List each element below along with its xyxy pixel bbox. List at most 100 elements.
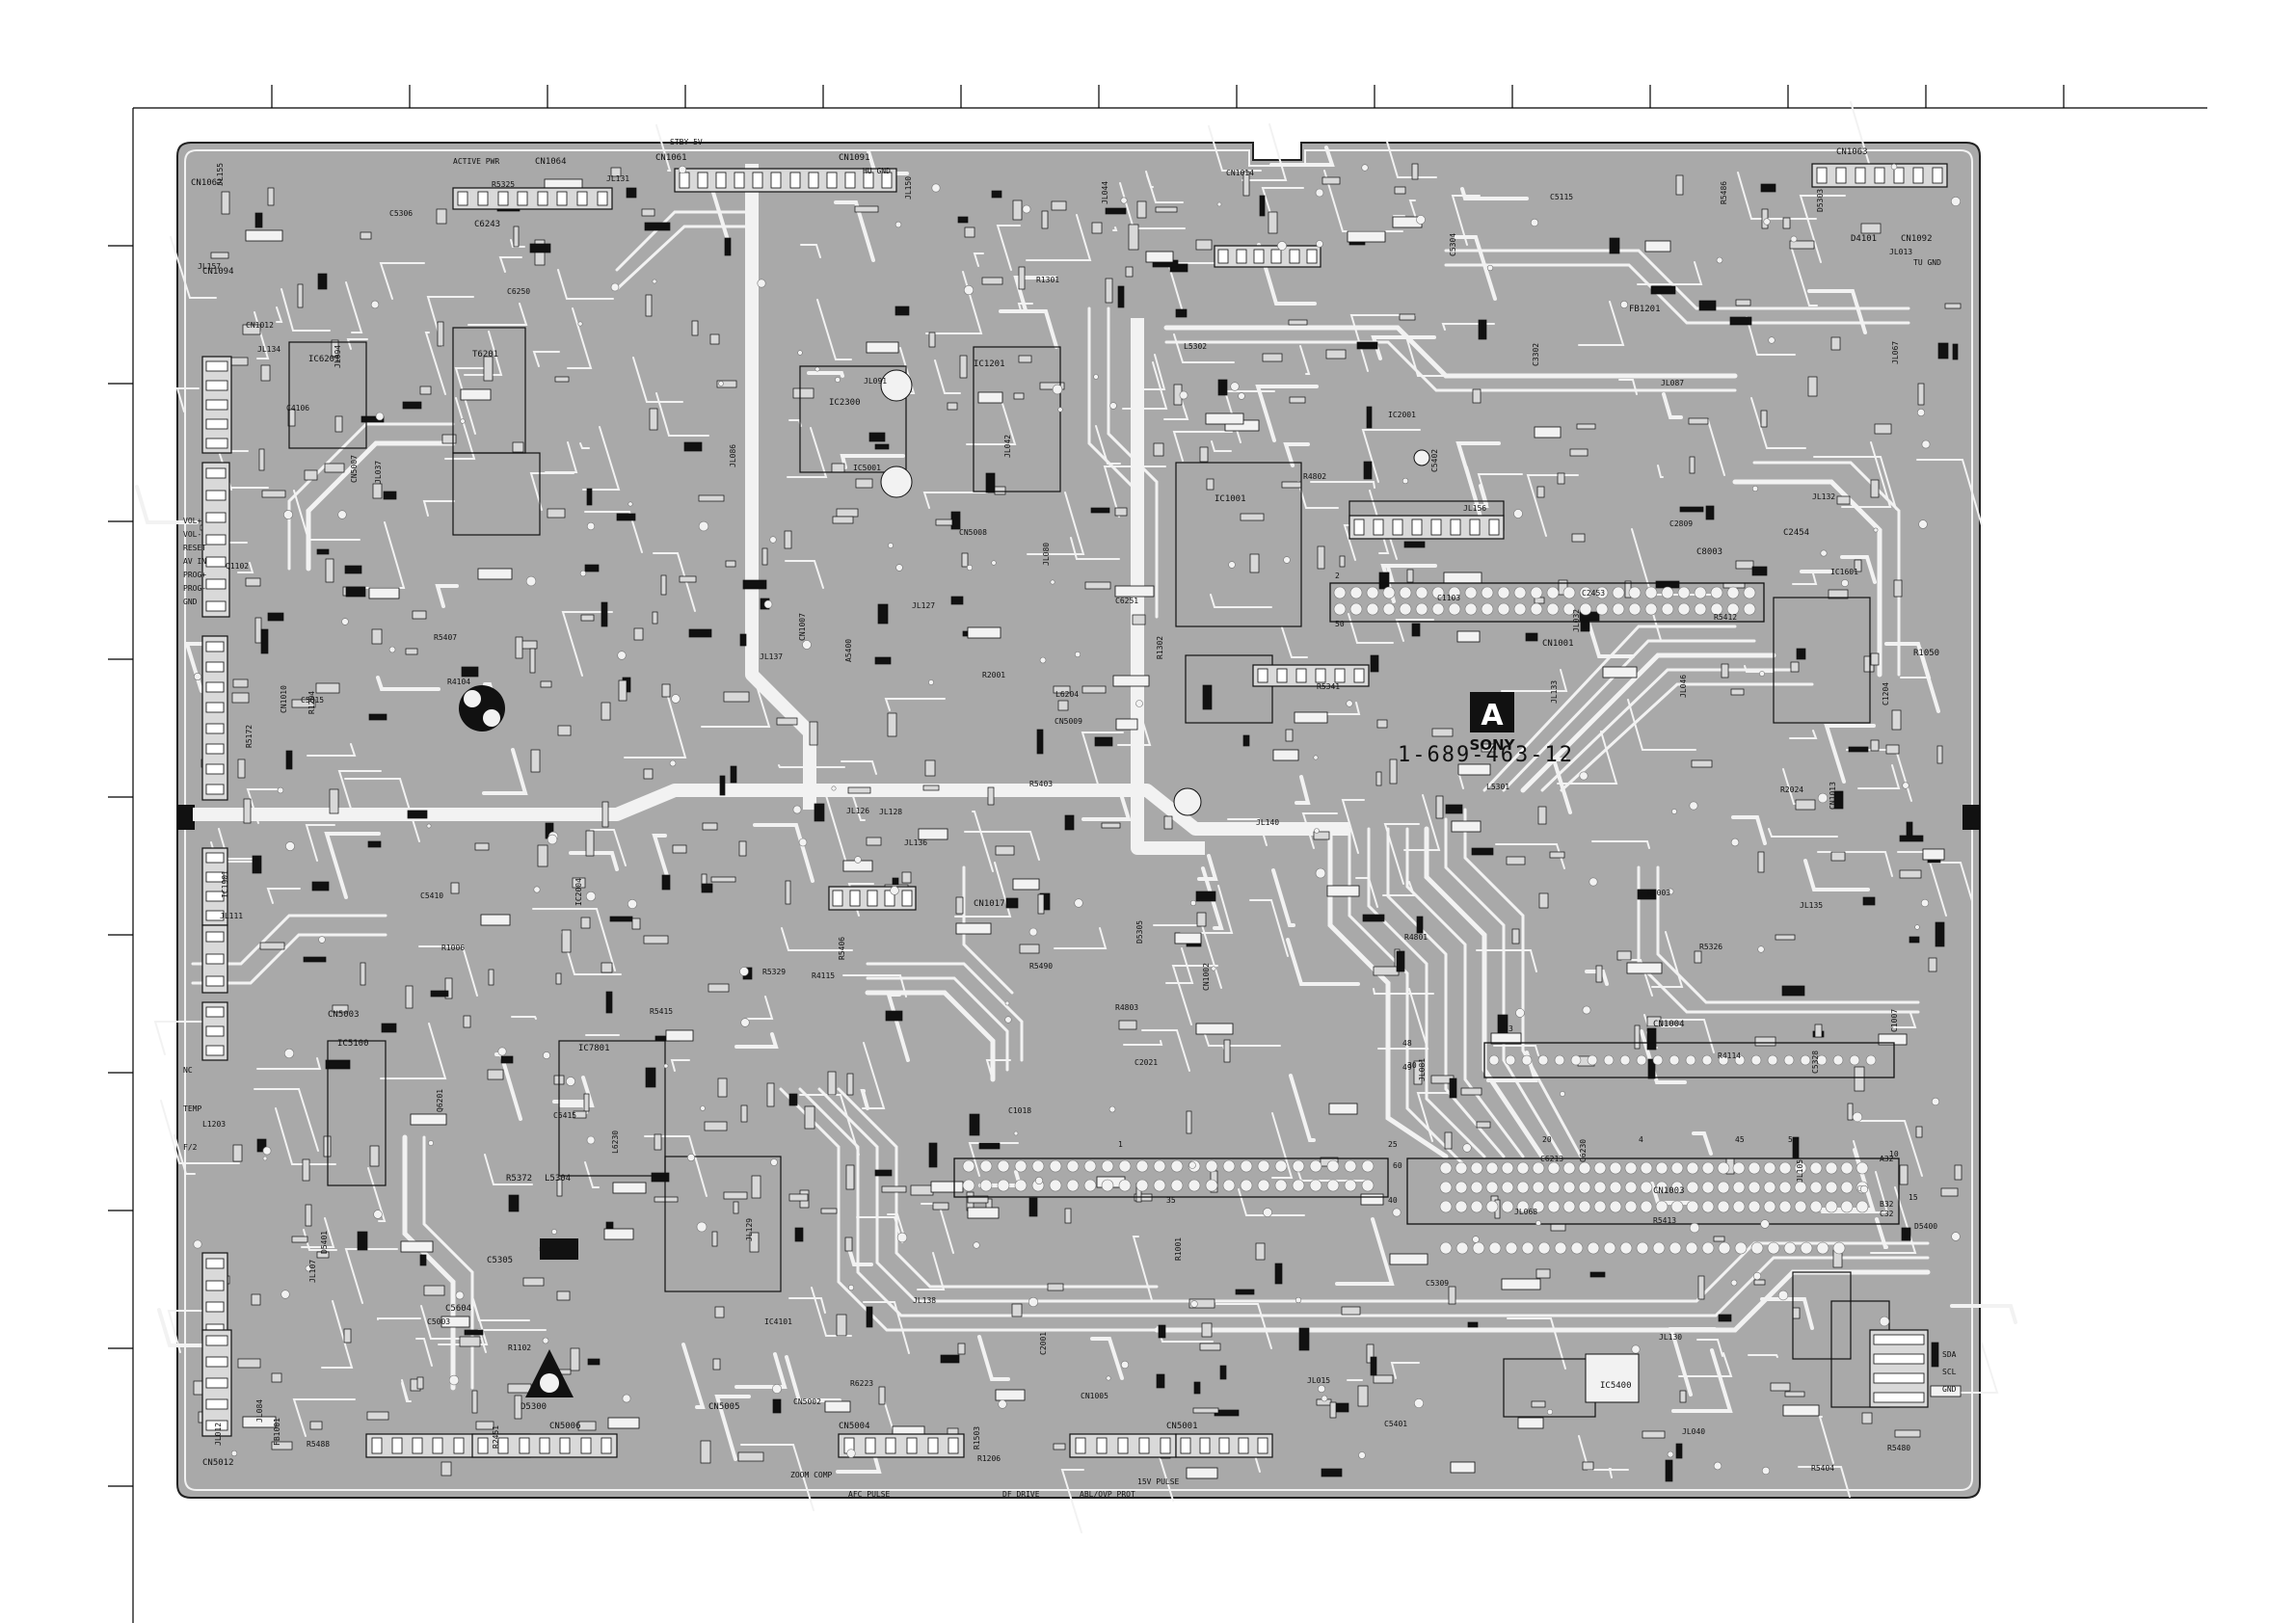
component-label: Q1102	[226, 562, 249, 571]
component-label: R5404	[1811, 1464, 1834, 1473]
component-label: JL107	[308, 1260, 317, 1283]
component-label: JL135	[1800, 901, 1823, 910]
component-label: JL126	[846, 807, 869, 815]
component-label: R5412	[1714, 613, 1737, 622]
component-label: C5015	[301, 696, 324, 705]
component-label: C1204	[1882, 682, 1890, 705]
component-label: JL136	[904, 838, 927, 847]
component-label: CN5003	[328, 1010, 360, 1020]
component-label: CN1013	[1829, 782, 1837, 810]
component-label: R5329	[762, 968, 786, 976]
component-label: T6201	[472, 350, 498, 359]
component-label: IC1601	[1830, 568, 1858, 576]
component-label: JL156	[1463, 504, 1486, 513]
component-label: CN1063	[1836, 147, 1868, 157]
component-label: JL094	[334, 345, 342, 368]
component-label: R1001	[1174, 1237, 1183, 1261]
component-label: C2001	[1039, 1332, 1048, 1355]
component-label: C5115	[1550, 193, 1573, 201]
component-label: JL129	[745, 1218, 754, 1241]
component-label: R1302	[1156, 636, 1164, 659]
header-label: AFC PULSE	[848, 1490, 891, 1499]
board-code: 1-689-463-12	[1398, 743, 1574, 767]
pin-number: 48	[1402, 1039, 1412, 1048]
component-label: R5407	[434, 633, 457, 642]
component-label: JL105	[1796, 1159, 1804, 1183]
component-label: R4114	[1718, 1051, 1741, 1060]
component-label: JL015	[1307, 1376, 1330, 1385]
header-label: GND	[183, 598, 198, 606]
component-label: JL084	[255, 1399, 264, 1423]
component-label: C4106	[286, 404, 309, 412]
component-label: C6230	[1579, 1139, 1588, 1162]
header-label: STBY 5V	[670, 138, 703, 146]
component-label: CN5007	[350, 455, 359, 483]
component-label: JL132	[1812, 492, 1835, 501]
component-label: JL032	[1572, 609, 1581, 632]
pin-number: 4	[1639, 1135, 1643, 1144]
header-label: VOL+	[183, 517, 201, 525]
component-label: R4803	[1115, 1003, 1138, 1012]
component-label: C2454	[1783, 528, 1809, 538]
pin-number: 25	[1388, 1140, 1398, 1149]
component-label: R1206	[977, 1454, 1001, 1463]
header-label: 15V PULSE	[1137, 1477, 1180, 1486]
board-edge	[184, 149, 1973, 1491]
component-label: A5400	[844, 639, 853, 662]
component-label: L5304	[545, 1174, 571, 1184]
component-label: R2451	[492, 1425, 500, 1449]
component-label: IC1201	[974, 359, 1005, 369]
component-label: C1018	[1008, 1106, 1031, 1115]
header-label: GND	[1942, 1385, 1957, 1394]
header-label: TU GND	[1913, 258, 1941, 267]
component-label: CN1061	[655, 153, 687, 163]
component-label: JL131	[606, 174, 629, 183]
component-label: R5003	[1647, 889, 1670, 897]
component-label: C5305	[487, 1256, 513, 1265]
component-label: CN5009	[1055, 717, 1082, 726]
component-label: R5403	[1029, 780, 1053, 788]
component-label: C6213	[1540, 1155, 1563, 1163]
component-label: JL040	[1682, 1427, 1705, 1436]
right-notch	[1962, 805, 1980, 830]
component-label: CN1012	[246, 321, 274, 330]
pin-number: 20	[1542, 1135, 1552, 1144]
pin-number: 40	[1388, 1196, 1398, 1205]
component-label: FB1001	[273, 1418, 281, 1446]
component-label: D4101	[1851, 234, 1877, 244]
component-label: C5304	[1449, 233, 1457, 256]
component-label: C1007	[1890, 1009, 1899, 1032]
component-label: L1203	[202, 1120, 226, 1129]
component-label: CN1094	[202, 267, 234, 277]
header-label: SDA	[1942, 1350, 1957, 1359]
pin-number: 5	[1788, 1135, 1793, 1144]
component-label: JL044	[1101, 181, 1109, 204]
header-label: ZOOM COMP	[790, 1471, 833, 1479]
component-label: C2453	[1582, 589, 1605, 598]
component-label: R1204	[307, 691, 316, 714]
header-label: F/2	[183, 1143, 198, 1152]
component-label: JL128	[879, 808, 902, 816]
component-label: L6204	[1055, 690, 1079, 699]
component-label: FB1201	[1629, 305, 1661, 314]
component-label: C2809	[1669, 519, 1693, 528]
component-label: D5303	[1816, 189, 1825, 212]
connector-layer	[201, 163, 1948, 1458]
component-label: R4115	[812, 971, 835, 980]
component-label: JL137	[760, 652, 783, 661]
component-label: CN1002	[1202, 963, 1211, 991]
brand-name: SONY	[1470, 736, 1516, 754]
header-label: TEMP	[183, 1104, 201, 1113]
component-label: IC1901	[221, 870, 229, 898]
component-label: C1103	[1437, 594, 1460, 602]
component-label: JL130	[1659, 1333, 1682, 1342]
component-label: C8003	[1696, 547, 1722, 557]
pin-number: 15	[1909, 1193, 1918, 1202]
component-label: CN1014	[1226, 169, 1254, 177]
large-components	[459, 369, 1640, 1403]
component-label: R5415	[650, 1007, 673, 1016]
component-label: R4802	[1303, 472, 1326, 481]
component-label: CN1064	[535, 157, 567, 167]
component-label: C6250	[507, 287, 530, 296]
